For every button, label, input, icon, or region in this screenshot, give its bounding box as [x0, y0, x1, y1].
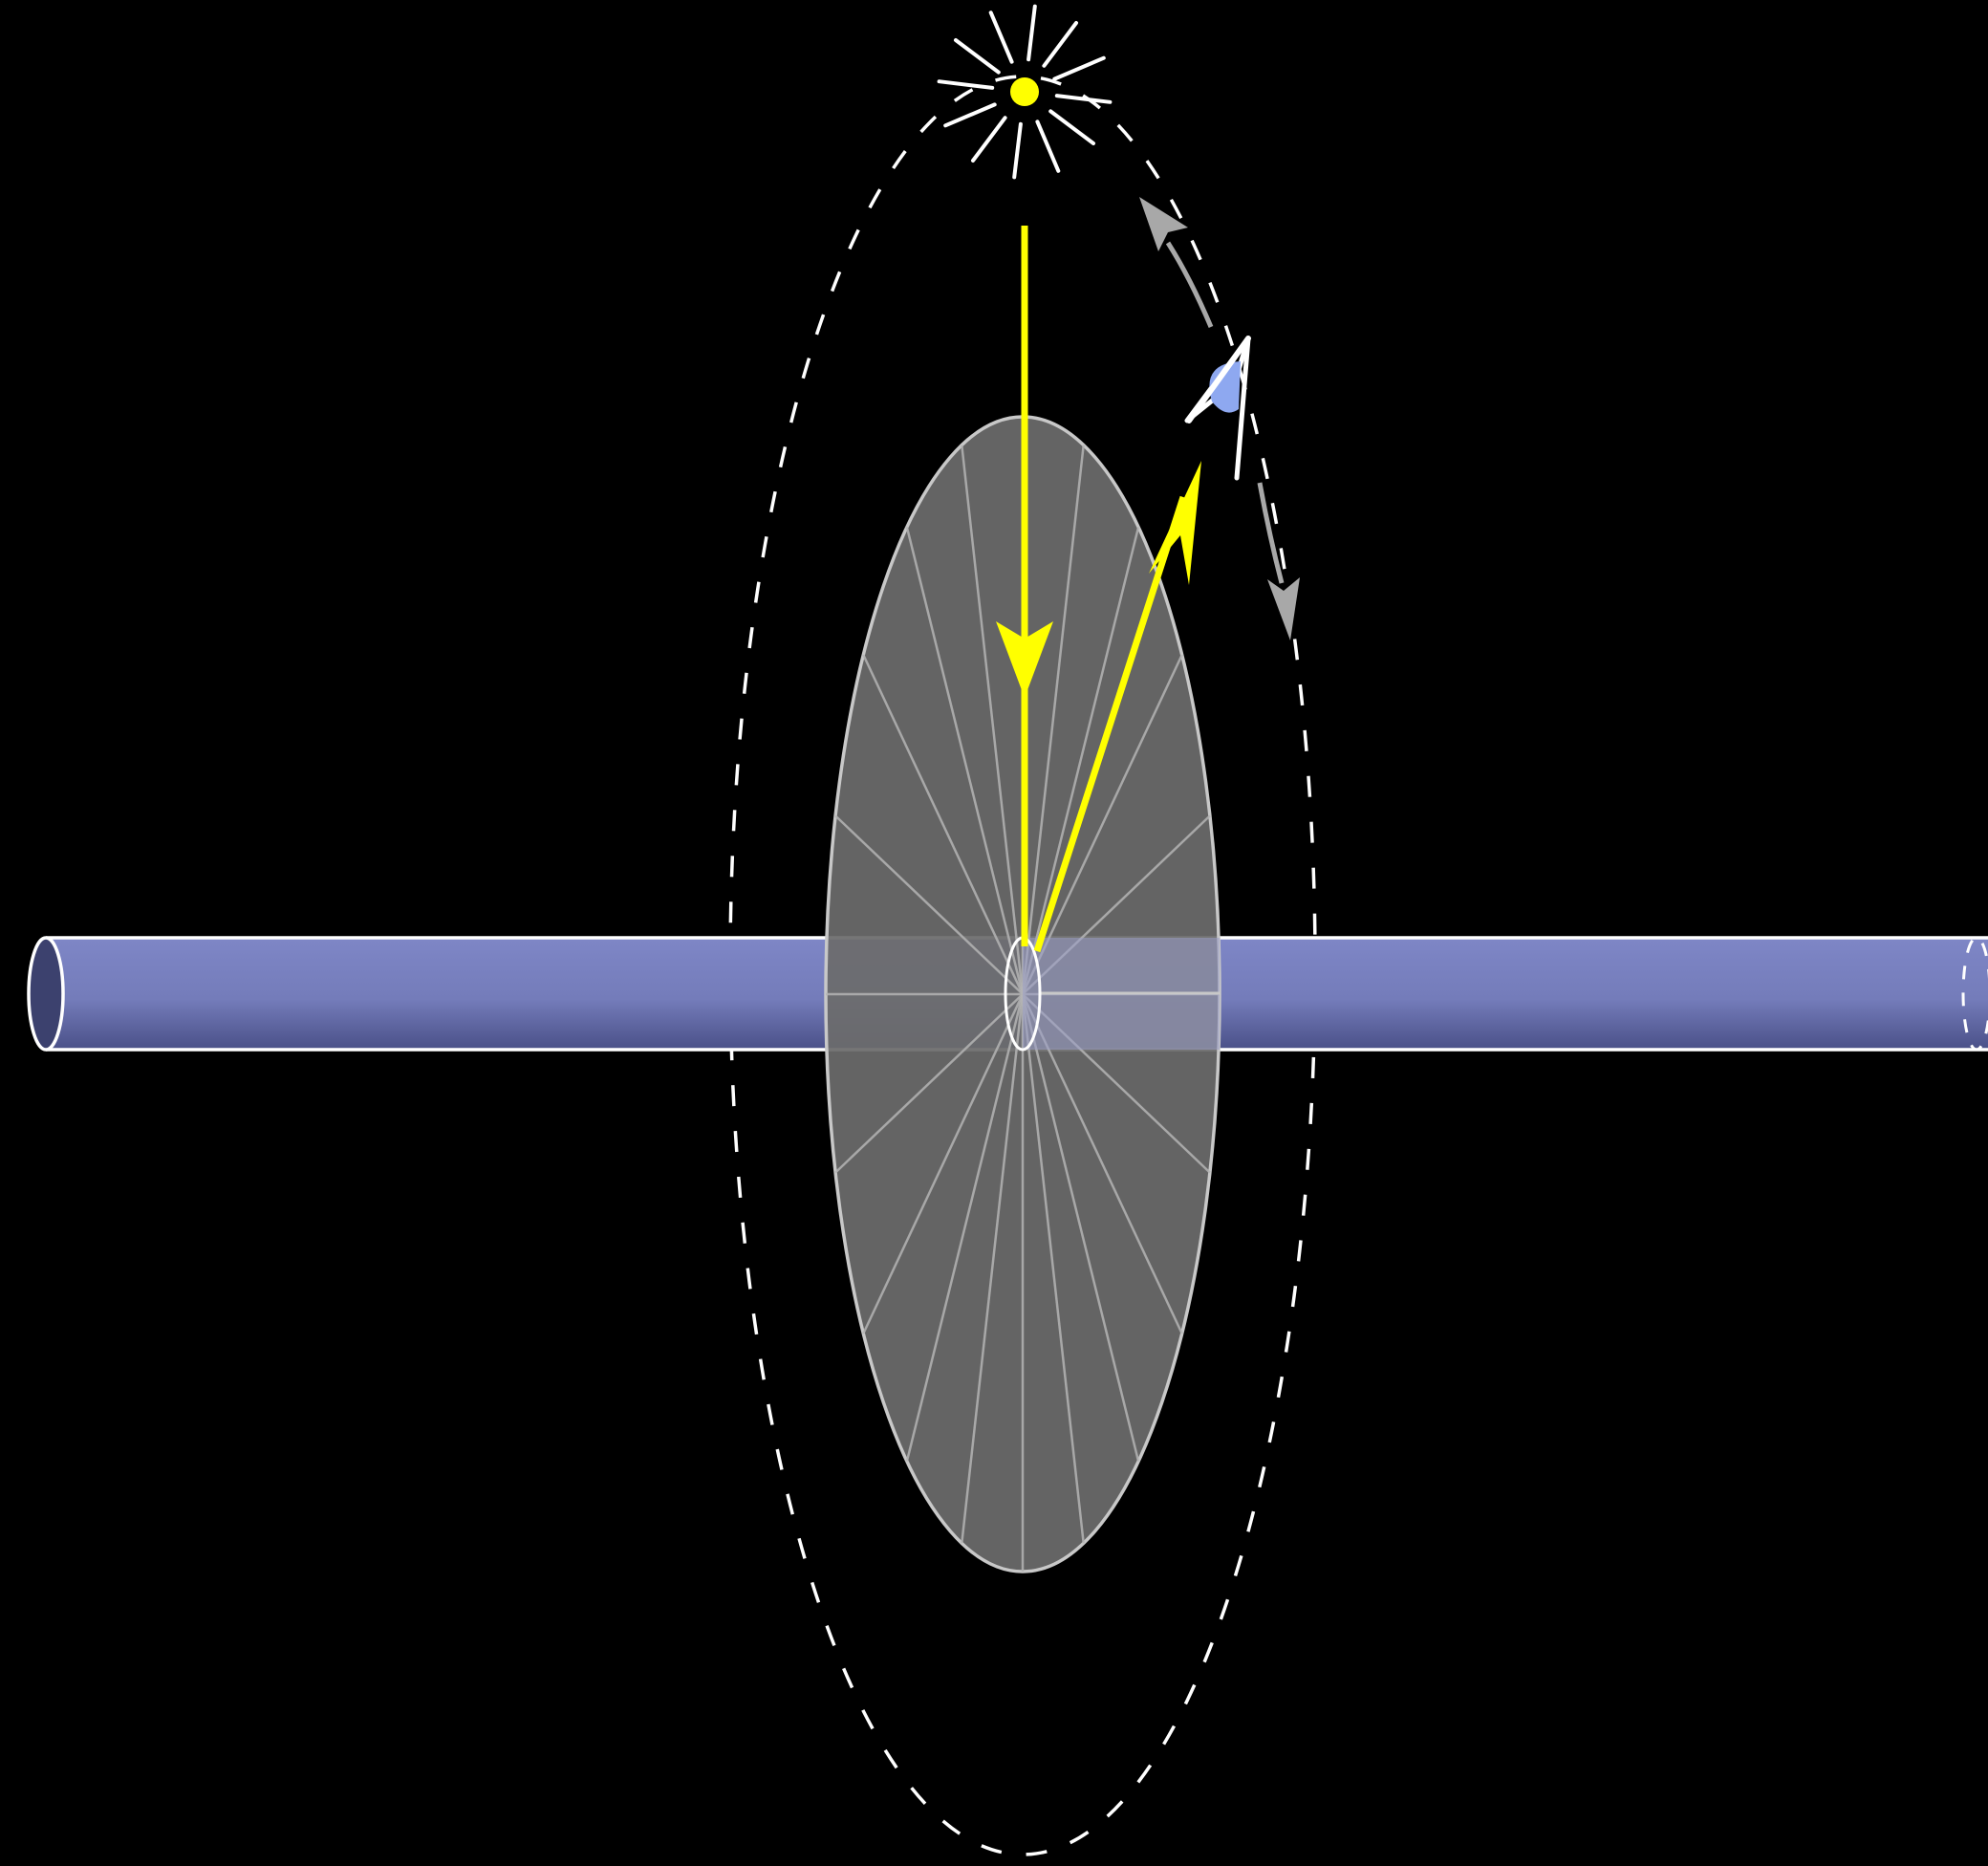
disk — [824, 415, 1221, 1573]
eye-icon — [1184, 336, 1251, 481]
disk-spoke — [961, 993, 1025, 1544]
reflected-ray-arrow — [1033, 461, 1201, 953]
incident-ray-arrow — [996, 226, 1053, 946]
sun-ray — [1052, 55, 1106, 81]
sun-ray — [1042, 21, 1078, 68]
sun-ray — [943, 102, 997, 128]
sun-ray — [988, 11, 1014, 64]
motion-arrow-down — [1257, 482, 1300, 640]
disk-spoke — [905, 527, 1025, 995]
disk-spoke — [834, 993, 1024, 1174]
disk-spoke — [1021, 993, 1085, 1544]
sun-ray — [937, 79, 995, 90]
disk-spoke — [1021, 993, 1183, 1334]
sun-ray — [1054, 94, 1113, 104]
disk-spoke — [862, 654, 1025, 995]
rod-left-end-cap — [27, 936, 65, 1052]
disk-spoke — [1021, 445, 1085, 995]
motion-arrow-up-left — [1139, 197, 1214, 328]
sun-ray — [1012, 121, 1023, 180]
sun-icon — [937, 4, 1113, 180]
sun-ray — [1026, 4, 1037, 62]
sun-ray — [971, 116, 1007, 163]
disk-spoke — [961, 445, 1025, 995]
disk-spoke — [1021, 654, 1183, 995]
disk-spoke — [1021, 993, 1140, 1462]
sun-ray — [1048, 109, 1095, 145]
disk-spoke — [862, 993, 1025, 1334]
disk-spoke — [905, 993, 1025, 1462]
disk-spoke — [1021, 527, 1140, 995]
sun-ray — [954, 38, 1001, 75]
sun-ray — [1035, 119, 1061, 173]
disk-spoke — [834, 814, 1024, 995]
